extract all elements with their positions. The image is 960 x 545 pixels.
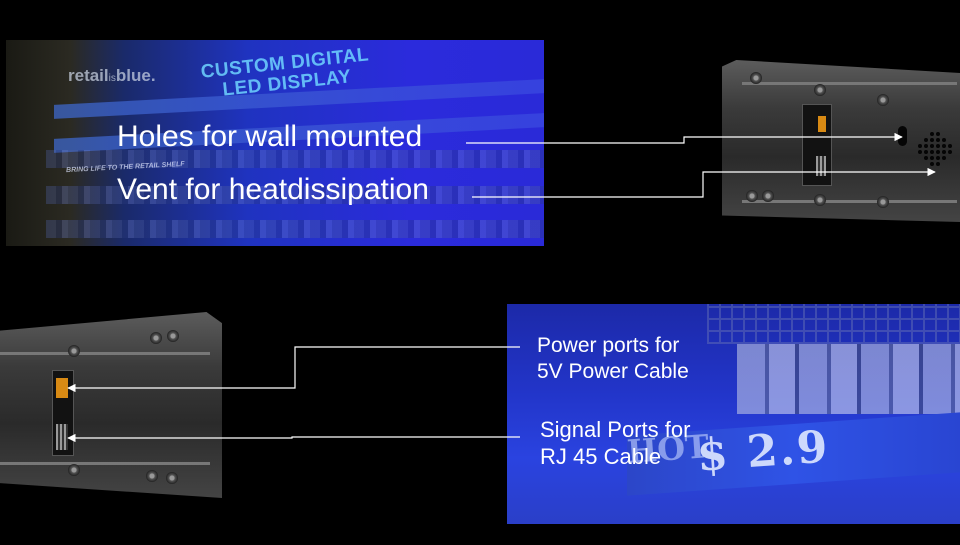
brand-small-text: is	[108, 73, 116, 84]
vent-hole	[942, 156, 946, 160]
vent-hole	[924, 138, 928, 142]
screw-icon	[814, 84, 826, 96]
signal-callout-line1: Signal Ports for	[540, 417, 691, 442]
vent-hole	[930, 144, 934, 148]
power-leader-line	[67, 346, 520, 393]
product-cans	[737, 344, 960, 414]
signal-callout-line2: RJ 45 Cable	[540, 444, 662, 469]
vent-hole	[930, 162, 934, 166]
vent-hole	[924, 150, 928, 154]
vent-hole	[924, 144, 928, 148]
shelf-products	[46, 220, 544, 238]
led-shelf-photo: retailisblue. CUSTOM DIGITAL LED DISPLAY…	[6, 40, 544, 246]
vent-hole	[930, 150, 934, 154]
module-closeup-view	[0, 312, 222, 498]
screw-icon	[746, 190, 758, 202]
rail	[742, 200, 957, 203]
power-port	[56, 378, 68, 398]
vent-hole	[942, 150, 946, 154]
brand-text: retail	[68, 66, 109, 85]
screw-icon	[167, 330, 179, 342]
vent-hole	[936, 162, 940, 166]
holes-leader-line	[466, 132, 903, 144]
vent-leader-line	[472, 167, 936, 198]
screw-icon	[166, 472, 178, 484]
rail	[742, 82, 957, 85]
vent-hole	[942, 138, 946, 142]
vent-hole	[942, 144, 946, 148]
vent-hole	[918, 144, 922, 148]
screw-icon	[68, 464, 80, 476]
rail	[0, 462, 210, 465]
shelf-products	[46, 186, 544, 204]
screw-icon	[762, 190, 774, 202]
power-callout-line1: Power ports for	[537, 334, 680, 357]
rail	[0, 352, 210, 355]
vent-callout: Vent for heatdissipation	[117, 173, 429, 206]
vent-hole	[936, 138, 940, 142]
shelf-products	[46, 150, 544, 168]
brand-suffix: blue.	[115, 66, 156, 85]
vent-hole	[936, 156, 940, 160]
screw-icon	[146, 470, 158, 482]
screw-icon	[877, 196, 889, 208]
power-callout: Power ports for 5V Power Cable	[537, 333, 689, 385]
vent-hole	[924, 156, 928, 160]
signal-callout: Signal Ports for RJ 45 Cable	[540, 416, 690, 470]
led-price-photo: HOT $ 2.9	[507, 304, 960, 524]
vent-hole	[936, 150, 940, 154]
rj45-port	[56, 424, 68, 450]
wire-shelf	[707, 304, 960, 344]
screw-icon	[877, 94, 889, 106]
vent-hole	[936, 144, 940, 148]
vent-hole	[930, 156, 934, 160]
screw-icon	[750, 72, 762, 84]
vent-hole	[930, 138, 934, 142]
signal-leader-line	[67, 433, 520, 443]
vent-hole	[948, 144, 952, 148]
vent-hole	[918, 150, 922, 154]
screw-icon	[150, 332, 162, 344]
vent-hole	[930, 132, 934, 136]
screw-icon	[814, 194, 826, 206]
rj45-port	[816, 156, 826, 176]
power-callout-line2: 5V Power Cable	[537, 360, 689, 383]
power-port	[818, 116, 826, 132]
vent-hole	[948, 150, 952, 154]
holes-callout: Holes for wall mounted	[117, 120, 423, 153]
vent-hole	[936, 132, 940, 136]
screw-icon	[68, 345, 80, 357]
brand-sign: retailisblue.	[68, 66, 156, 86]
